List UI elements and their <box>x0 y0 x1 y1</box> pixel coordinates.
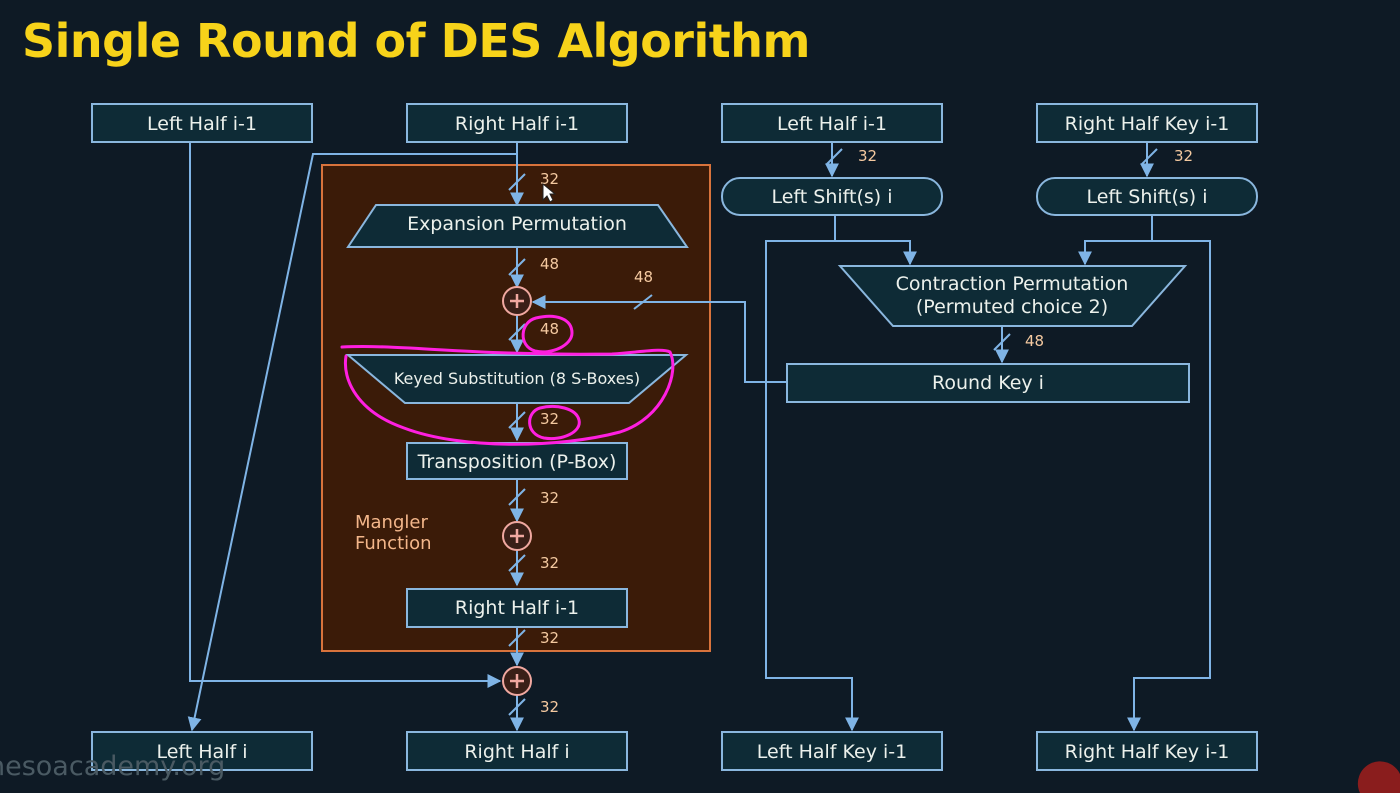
right-key-output-label: Right Half Key i-1 <box>1065 741 1230 763</box>
expansion-permutation-box <box>346 204 689 248</box>
tick-6 <box>508 488 526 506</box>
xor-circle-plus-icon <box>502 286 532 316</box>
tick-2 <box>508 258 526 276</box>
right-half-input-box <box>406 103 628 143</box>
width-8: 32 <box>540 629 559 647</box>
left-shift-label-1: Left Shift(s) i <box>771 186 892 208</box>
width-4: 48 <box>540 320 559 338</box>
wire-shift2-to-right-key-out <box>1127 240 1211 732</box>
left-half-output-label: Left Half i <box>156 741 247 763</box>
left-key-input-label: Left Half i-1 <box>777 113 887 135</box>
tick-5 <box>508 411 526 429</box>
width-2: 48 <box>540 255 559 273</box>
round-key-label: Round Key i <box>932 372 1044 394</box>
mouse-cursor-icon <box>542 182 557 203</box>
right-half-input-label: Right Half i-1 <box>455 113 579 135</box>
tick-10 <box>825 148 843 166</box>
contraction-permutation-box <box>837 265 1188 327</box>
tick-3 <box>633 294 653 310</box>
wire-shift1-to-contraction <box>834 215 917 266</box>
width-5: 32 <box>540 410 559 428</box>
annotation-loop-substitution <box>340 345 675 446</box>
tick-8 <box>508 629 526 647</box>
right-key-output-box <box>1036 731 1258 771</box>
left-half-output-box <box>91 731 313 771</box>
wire-right-in-to-left-out <box>187 153 517 732</box>
width-10: 32 <box>858 147 877 165</box>
keyed-substitution-label: Keyed Substitution (8 S-Boxes) <box>394 369 640 388</box>
width-9: 32 <box>540 698 559 716</box>
annotation-circle-32 <box>528 405 581 441</box>
xor-circle-plus-icon <box>502 521 532 551</box>
wire-shift1-to-left-key-out <box>765 240 859 732</box>
page-title: Single Round of DES Algorithm <box>22 14 810 68</box>
width-1: 32 <box>540 170 559 188</box>
mangler-label-line2: Function <box>355 533 432 554</box>
right-half-output-box <box>406 731 628 771</box>
left-shift-box-2 <box>1036 177 1258 216</box>
annotation-circle-48 <box>521 314 574 354</box>
mangler-label-line1: Mangler <box>355 512 428 533</box>
tick-7 <box>508 554 526 572</box>
tick-11 <box>1140 148 1158 166</box>
left-key-output-box <box>721 731 943 771</box>
width-11: 32 <box>1174 147 1193 165</box>
right-half-output-label: Right Half i <box>464 741 569 763</box>
expansion-permutation-label: Expansion Permutation <box>407 213 627 235</box>
left-key-input-box <box>721 103 943 143</box>
tick-9 <box>508 698 526 716</box>
right-half-inner-box <box>406 588 628 628</box>
right-key-input-label: Right Half Key i-1 <box>1065 113 1230 135</box>
corner-play-icon <box>1357 761 1400 793</box>
round-key-box <box>786 363 1190 403</box>
tick-12 <box>993 333 1011 351</box>
right-key-input-box <box>1036 103 1258 143</box>
xor-circle-plus-icon <box>502 666 532 696</box>
contraction-permutation-label-1: Contraction Permutation <box>896 273 1129 295</box>
wire-shift2-to-contraction <box>1078 215 1153 266</box>
left-shift-label-2: Left Shift(s) i <box>1086 186 1207 208</box>
width-6: 32 <box>540 489 559 507</box>
tick-4 <box>508 323 526 341</box>
tick-1 <box>508 173 526 191</box>
left-half-input-box <box>91 103 313 143</box>
width-7: 32 <box>540 554 559 572</box>
contraction-permutation-label-2: (Permuted choice 2) <box>916 296 1108 318</box>
left-half-input-label: Left Half i-1 <box>147 113 257 135</box>
transposition-box <box>406 442 628 480</box>
width-3: 48 <box>634 268 653 286</box>
left-key-output-label: Left Half Key i-1 <box>757 741 907 763</box>
right-half-inner-label: Right Half i-1 <box>455 597 579 619</box>
watermark: nesoacademy.org <box>0 751 225 782</box>
transposition-label: Transposition (P-Box) <box>417 451 617 473</box>
left-shift-box-1 <box>721 177 943 216</box>
wire-left-in-to-xor3 <box>189 142 502 688</box>
width-12: 48 <box>1025 332 1044 350</box>
